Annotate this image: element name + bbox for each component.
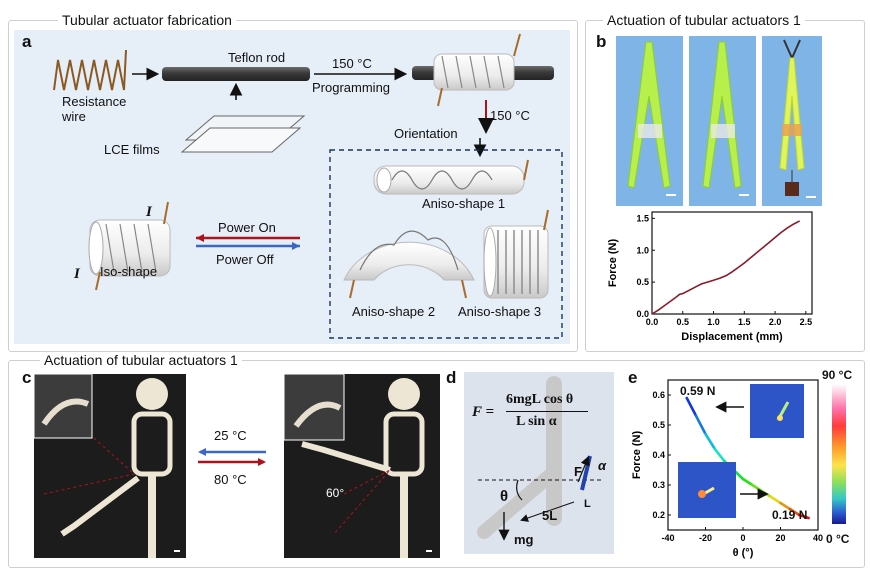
y-axis-label: Force (N) [631, 431, 643, 480]
label-programming-temp: 150 °C [332, 56, 372, 71]
x-tick-label: 0.5 [677, 317, 690, 327]
series-segment [797, 513, 810, 520]
label-d-force: F [574, 464, 582, 479]
inset-thermal-top [750, 384, 804, 438]
series-segment [779, 501, 792, 511]
label-cool-temp: 25 °C [214, 428, 247, 443]
formula-denominator: L sin α [516, 414, 557, 429]
formula-lhs: F = [472, 404, 495, 420]
x-tick-label: 0.0 [646, 317, 659, 327]
label-heat-temp: 80 °C [214, 472, 247, 487]
y-tick-label: 0.5 [636, 277, 649, 287]
colorbar-min-label: 0 °C [826, 532, 850, 546]
label-power-on: Power On [218, 220, 276, 235]
y-axis-label: Force (N) [607, 239, 619, 288]
aniso-shape-3-coil [483, 209, 549, 299]
x-tick-label: 0 [740, 533, 745, 543]
label-d-l: L [584, 498, 591, 510]
label-d-mg: mg [514, 532, 534, 547]
inset-thermal-bottom [678, 462, 736, 518]
panel-label-a: a [22, 32, 32, 51]
panel-label-e: e [628, 368, 638, 387]
panel-label-c: c [22, 368, 32, 387]
label-power-off: Power Off [216, 252, 274, 267]
chart-force-displacement: 0.0 0.5 1.0 1.5 2.0 2.5 0.0 0.5 1.0 1.5Displaceme… [607, 211, 813, 343]
teflon-rod [162, 67, 310, 81]
photo-tweezer-2 [689, 36, 756, 206]
programmed-tube [412, 33, 554, 107]
panel-label-b: b [596, 32, 607, 51]
annotation-arrows [715, 401, 769, 500]
plot-area [651, 211, 813, 315]
section-title-actuation-bottom: Actuation of tubular actuators 1 [40, 352, 242, 368]
series-segment [769, 495, 782, 505]
colorbar [832, 384, 846, 524]
aniso-dashed-box [329, 149, 563, 339]
panel-d-force-diagram [477, 376, 604, 541]
label-current-top: I [146, 204, 152, 220]
x-tick-label: 1.5 [738, 317, 751, 327]
label-d-alpha: α [598, 458, 607, 473]
iso-shape-tube [88, 201, 171, 291]
series-segment [704, 432, 717, 451]
section-title-actuation-top: Actuation of tubular actuators 1 [603, 12, 805, 28]
label-orientation-temp: 150 °C [490, 108, 530, 123]
series-segment [685, 396, 698, 418]
label-aniso-shape-3: Aniso-shape 3 [458, 304, 542, 319]
temperature-arrows [198, 448, 266, 466]
lce-films [180, 115, 306, 153]
label-teflon-rod: Teflon rod [228, 50, 286, 65]
x-axis-label: Displacement (mm) [681, 331, 783, 343]
aniso-shape-2-arc [343, 230, 475, 299]
series-segment [741, 477, 754, 487]
label-orientation: Orientation [394, 126, 458, 141]
label-programming: Programming [312, 80, 391, 95]
x-tick-label: 2.5 [800, 317, 813, 327]
label-aniso-shape-2: Aniso-shape 2 [352, 304, 436, 319]
series-segment [788, 507, 801, 517]
label-iso-shape: Iso-shape [100, 264, 158, 279]
y-tick-label: 0.0 [636, 309, 649, 319]
photo-skeleton-raised [284, 374, 440, 558]
x-tick-label: -20 [699, 533, 712, 543]
y-tick-label: 0.6 [652, 390, 665, 400]
label-d-5l: 5L [542, 508, 558, 523]
photo-skeleton-straight [34, 374, 186, 558]
y-tick-label: 1.0 [636, 245, 649, 255]
y-tick-label: 0.2 [652, 510, 665, 520]
photo-tweezer-3 [762, 36, 822, 206]
label-resistance-wire: Resistance wire [62, 94, 127, 124]
annotation-top-force: 0.59 N [680, 384, 716, 398]
label-angle-60: 60° [326, 486, 345, 500]
x-tick-label: 20 [775, 533, 785, 543]
colorbar-max-label: 90 °C [822, 368, 853, 382]
formula-bar [506, 411, 588, 412]
series-segment [713, 447, 726, 463]
resistance-wire-coil [53, 49, 127, 91]
y-tick-label: 0.4 [652, 450, 665, 460]
x-axis-label: θ (°) [733, 547, 754, 559]
x-tick-label: 2.0 [769, 317, 782, 327]
panel-a-diagram [53, 33, 563, 339]
x-tick-label: 40 [813, 533, 823, 543]
label-lce-films: LCE films [104, 142, 160, 157]
x-tick-label: -40 [661, 533, 674, 543]
annotation-bottom-force: 0.19 N [772, 508, 808, 522]
chart-force-angle: -40 -20 0 20 40 0.2 0.3 0.4 0.5 0.6 θ (°) Force (N) [631, 379, 823, 559]
label-current-bottom: I [74, 266, 80, 282]
y-tick-label: 0.5 [652, 420, 665, 430]
panel-label-d: d [446, 368, 457, 387]
section-title-fabrication: Tubular actuator fabrication [58, 12, 236, 28]
label-d-theta: θ [500, 488, 509, 505]
series-line [651, 220, 801, 315]
y-tick-label: 1.5 [636, 213, 649, 223]
aniso-shape-1-tube [373, 159, 529, 195]
series-segment [694, 414, 707, 436]
y-tick-label: 0.3 [652, 480, 665, 490]
formula-numerator: 6mgL cos θ [506, 392, 574, 407]
label-aniso-shape-1: Aniso-shape 1 [422, 196, 506, 211]
photo-tweezer-1 [616, 36, 683, 206]
x-tick-label: 1.0 [707, 317, 720, 327]
